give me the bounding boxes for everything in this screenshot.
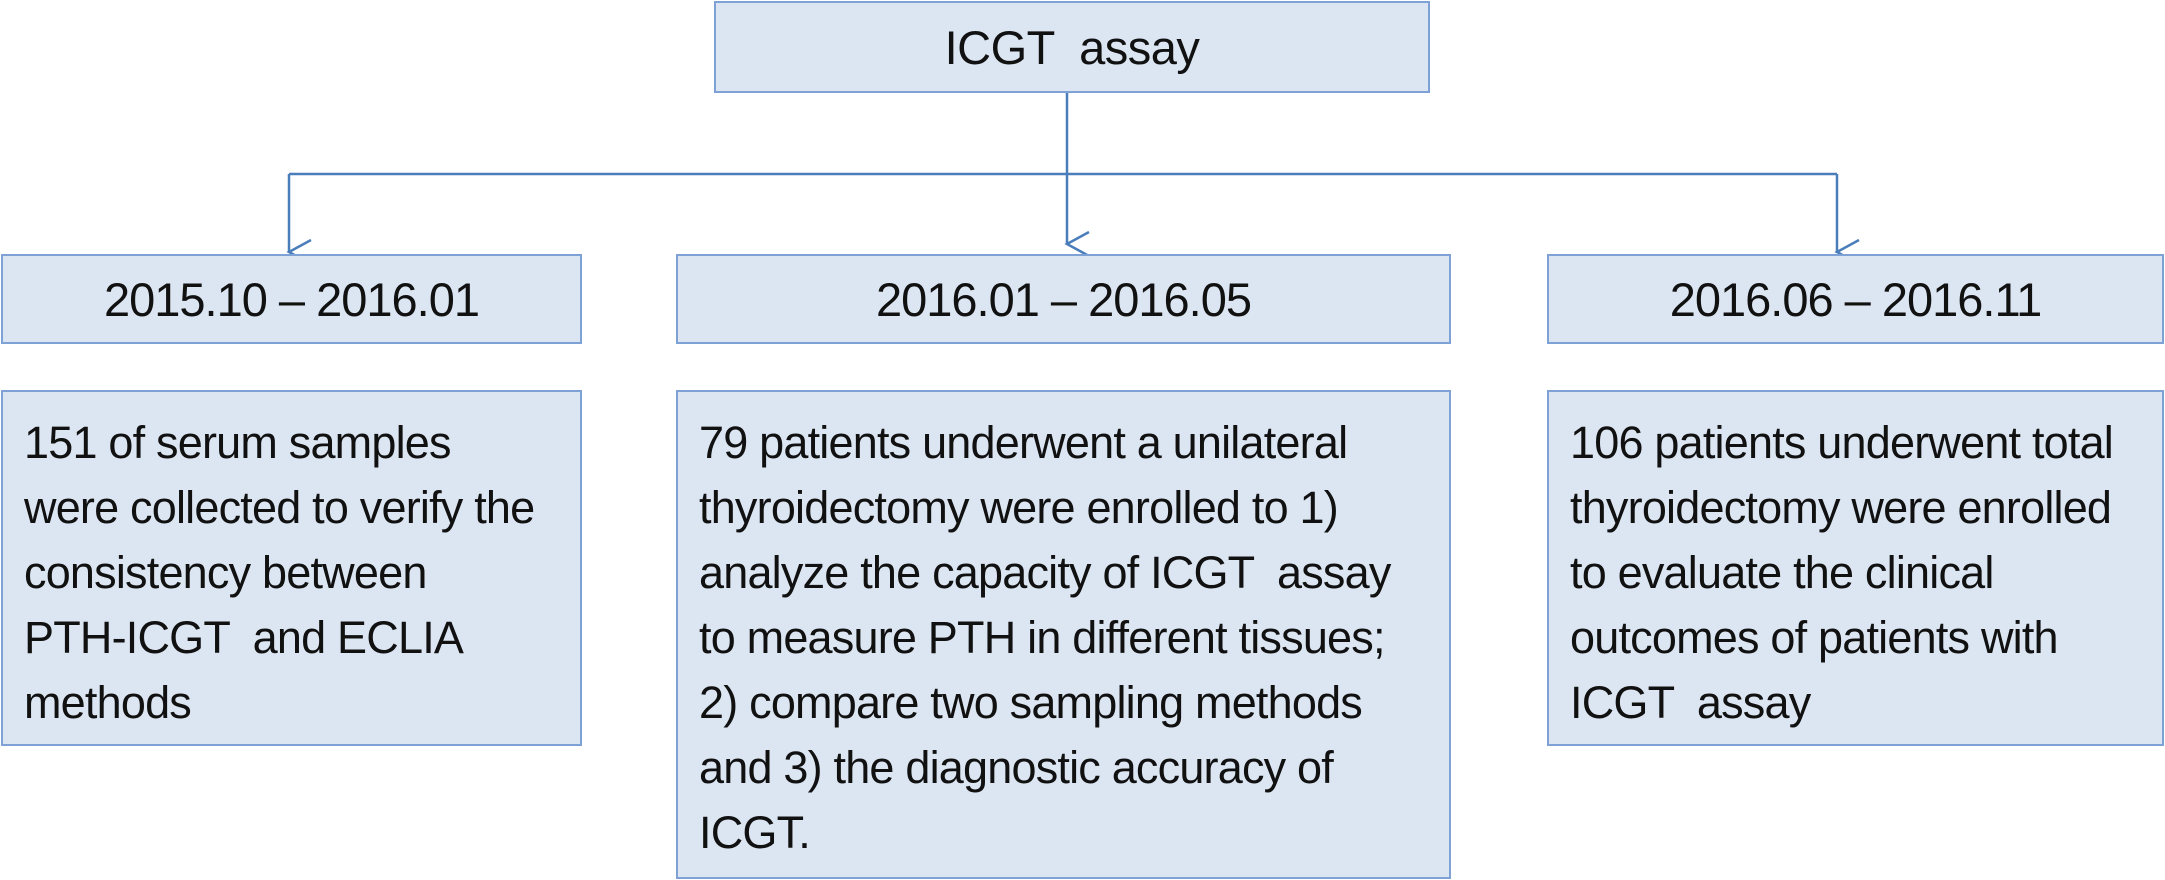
detail-1-line: PTH-ICGT and ECLIA [24,612,464,663]
detail-2-line: 2) compare two sampling methods [699,677,1363,728]
detail-2-line: 79 patients underwent a unilateral [699,417,1348,468]
detail-box-3: 106 patients underwent total thyroidecto… [1547,390,2164,746]
period-box-1: 2015.10 – 2016.01 [1,254,582,344]
detail-3-line: outcomes of patients with [1570,612,2059,663]
detail-1-line: were collected to verify the [24,482,535,533]
detail-2-line: to measure PTH in different tissues; [699,612,1385,663]
detail-2-line: ICGT. [699,807,811,858]
detail-1-line: 151 of serum samples [24,417,452,468]
detail-3-line: 106 patients underwent total [1570,417,2114,468]
detail-2-line: thyroidectomy were enrolled to 1) [699,482,1339,533]
root-label: ICGT assay [944,20,1200,74]
detail-3-line: to evaluate the clinical [1570,547,1994,598]
detail-2-line: analyze the capacity of ICGT assay [699,547,1391,598]
period-label-2: 2016.01 – 2016.05 [875,272,1252,326]
detail-1-line: consistency between [24,547,427,598]
period-box-3: 2016.06 – 2016.11 [1547,254,2164,344]
root-box-icgt-assay: ICGT assay [714,1,1430,93]
detail-box-1: 151 of serum samples were collected to v… [1,390,582,746]
period-label-3: 2016.06 – 2016.11 [1669,272,2043,326]
period-label-1: 2015.10 – 2016.01 [103,272,480,326]
detail-1-line: methods [24,677,192,728]
period-box-2: 2016.01 – 2016.05 [676,254,1451,344]
detail-box-2: 79 patients underwent a unilateral thyro… [676,390,1451,879]
detail-2-line: and 3) the diagnostic accuracy of [699,742,1334,793]
detail-3-line: thyroidectomy were enrolled [1570,482,2112,533]
detail-3-line: ICGT assay [1570,677,1811,728]
